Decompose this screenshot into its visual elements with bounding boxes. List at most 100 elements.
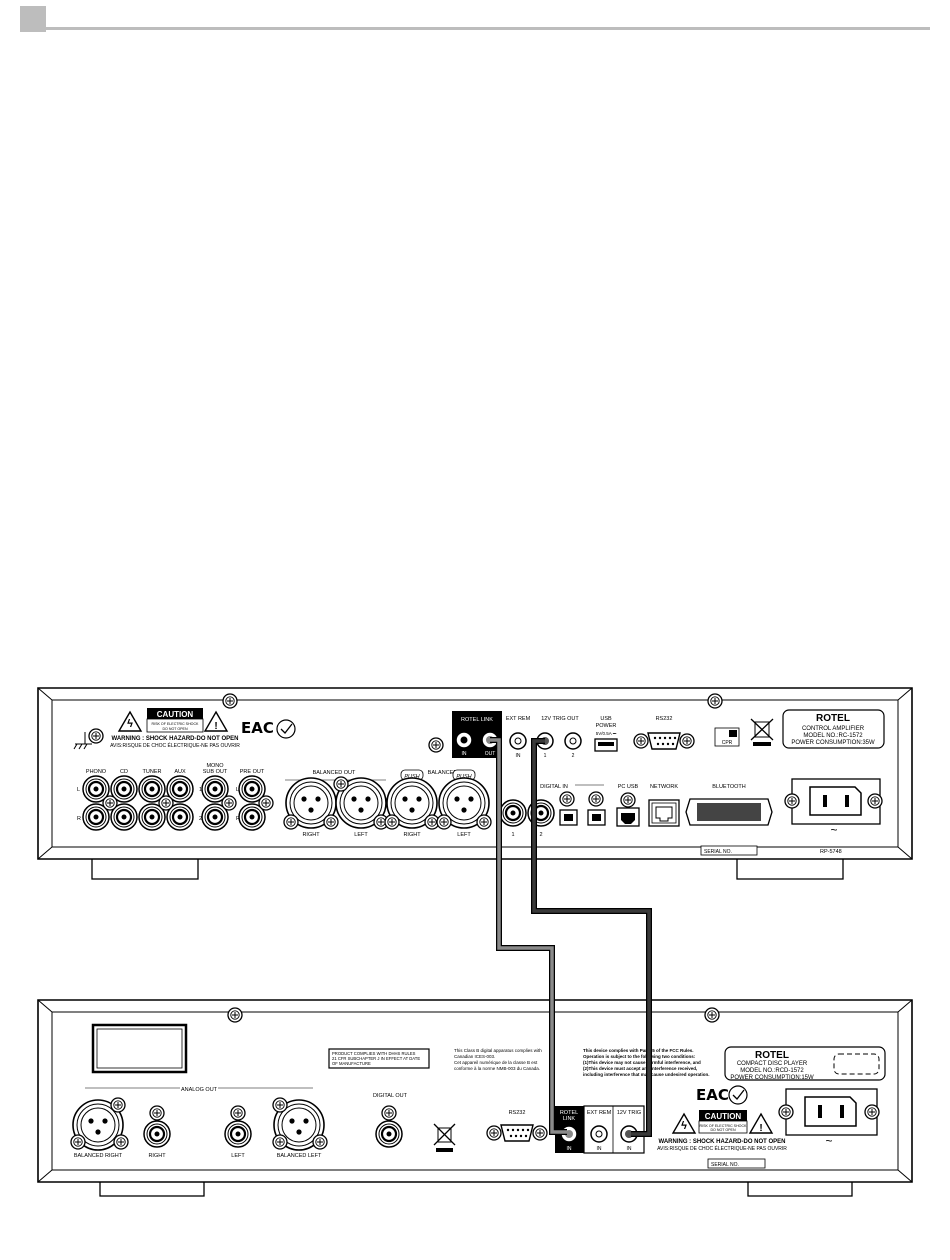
svg-text:CPR: CPR <box>722 740 733 746</box>
amp-screw <box>222 693 238 709</box>
amp-coax-2-label: 2 <box>539 832 542 838</box>
cd-fda-line2: 21 CFR SUBCHAPTER J IN EFFECT AT DATE <box>332 1056 420 1061</box>
amp-balanced-in-left-label: LEFT <box>457 832 471 838</box>
amp-optical-inputs[interactable] <box>559 809 606 826</box>
weee-bin-icon <box>750 718 774 746</box>
amp-model-no: MODEL NO.:RC-1572 <box>803 733 863 739</box>
amp-balanced-in-label: BALANCED IN <box>428 770 465 776</box>
amp-bluetooth-module <box>685 798 773 826</box>
amp-aux-label: AUX <box>174 769 186 775</box>
cd-ext-rem-label: EXT REM <box>587 1110 612 1116</box>
cd-analog-out-label: ANALOG OUT <box>181 1087 218 1093</box>
cd-player-rear-panel: PRODUCT COMPLIES WITH DHHS RULES 21 CFR … <box>37 999 913 1197</box>
amp-brand: ROTEL <box>816 713 850 724</box>
amp-rotel-link-label: ROTEL LINK <box>461 717 493 723</box>
amp-l-label: L <box>77 787 80 793</box>
amp-screw <box>707 693 723 709</box>
amp-pre-l-label: L <box>236 787 239 793</box>
amp-cd-label: CD <box>120 769 128 775</box>
cd-rcm-mark-icon <box>728 1085 748 1105</box>
amp-model-desc: CONTROL AMPLIFIER <box>802 726 865 732</box>
ground-terminal-icon <box>73 728 104 750</box>
cd-caution-line1: RISK OF ELECTRIC SHOCK <box>700 1124 748 1128</box>
page-header-bar <box>20 6 930 32</box>
amp-caution-label: ϟ CAUTION RISK OF ELECTRIC SHOCK DO NOT … <box>110 708 240 749</box>
header-tab-square <box>20 6 46 32</box>
amp-digital-in-label: DIGITAL IN <box>540 784 568 790</box>
rcm-mark-icon <box>276 719 296 739</box>
cd-balanced-right-label: BALANCED RIGHT <box>74 1153 123 1159</box>
cd-model-desc: COMPACT DISC PLAYER <box>737 1061 808 1067</box>
trigger-cable <box>531 738 652 1137</box>
amp-warning-en: WARNING : SHOCK HAZARD-DO NOT OPEN <box>112 736 239 742</box>
cd-rotel-link-in-label: IN <box>567 1146 572 1152</box>
cd-ac-inlet[interactable]: ~ <box>778 1088 880 1148</box>
amp-mono-label-1: MONO <box>206 763 224 769</box>
amp-push-label-left: PUSH <box>456 774 471 780</box>
amp-model-label: ROTEL CONTROL AMPLIFIER MODEL NO.:RC-157… <box>782 709 885 749</box>
cd-rotel-link-label-2: LINK <box>563 1116 576 1122</box>
amp-push-label-right: PUSH <box>404 774 419 780</box>
header-rule <box>46 27 930 30</box>
cd-fcc-line4: (2)This device must accept any interfere… <box>583 1066 697 1071</box>
cd-model-no: MODEL NO.:RCD-1572 <box>740 1068 804 1074</box>
amp-pre-out-label: PRE OUT <box>240 769 265 775</box>
cd-fcc-line3: (1)This device may not cause harmful int… <box>583 1060 701 1065</box>
amp-bluetooth-label: BLUETOOTH <box>712 784 746 790</box>
cd-fda-line3: OF MANUFACTURE <box>332 1061 371 1066</box>
amp-rs232-label: RS232 <box>656 716 673 722</box>
cd-digital-out-label: DIGITAL OUT <box>373 1093 408 1099</box>
amp-usb-power-label-2: POWER <box>596 723 617 729</box>
amp-rotel-link-in-label: IN <box>462 751 467 757</box>
cd-rca-right-label: RIGHT <box>148 1153 166 1159</box>
amp-usb-power-label-3: 5V/0.5A ⎓ <box>596 731 617 736</box>
svg-text:ϟ: ϟ <box>681 1120 687 1132</box>
rotel-link-cable-core <box>490 738 567 1134</box>
amp-trig-2-label: 2 <box>572 753 575 759</box>
cd-rs232-port[interactable] <box>486 1124 548 1142</box>
amp-pc-usb-port[interactable] <box>616 792 640 827</box>
trigger-cable-core <box>532 739 651 1136</box>
svg-text:!: ! <box>214 721 217 732</box>
amplifier-rear-panel: ϟ CAUTION RISK OF ELECTRIC SHOCK DO NOT … <box>37 687 913 880</box>
amp-mono-2-label: 2 <box>199 816 202 822</box>
cd-caution-label: ϟ CAUTION RISK OF ELECTRIC SHOCK DO NOT … <box>657 1110 787 1152</box>
cd-trig-in-label: 12V TRIG <box>617 1110 641 1116</box>
amp-usb-power-label-1: USB <box>600 716 612 722</box>
amp-ext-rem-label: EXT REM <box>506 716 531 722</box>
cd-ices-statement: This Class B digital apparatus complies … <box>454 1048 542 1071</box>
amp-network-port[interactable] <box>648 799 680 827</box>
amp-coax-1-label: 1 <box>511 832 514 838</box>
cd-brand: ROTEL <box>755 1050 789 1061</box>
amp-rs232-port[interactable] <box>633 732 695 750</box>
amp-caution-line1: RISK OF ELECTRIC SHOCK <box>152 722 200 726</box>
cd-caution-line2: DO NOT OPEN <box>710 1128 735 1132</box>
amp-trig-out-label: 12V TRIG OUT <box>541 716 579 722</box>
cd-label-plate <box>91 1023 188 1074</box>
amp-foot-left <box>91 856 199 880</box>
cd-trig-in-in-label: IN <box>627 1146 632 1152</box>
amp-pc-usb-label: PC USB <box>618 784 639 790</box>
cd-rs232-label: RS232 <box>509 1110 526 1116</box>
amp-ac-inlet[interactable]: ~ <box>784 778 883 837</box>
amp-eac-mark: EAC <box>241 719 274 737</box>
cd-rotel-link-label-1: ROTEL <box>560 1110 578 1116</box>
amp-balanced-in-right-label: RIGHT <box>403 832 421 838</box>
amp-caution-line2: DO NOT OPEN <box>162 727 187 731</box>
cd-fda-line1: PRODUCT COMPLIES WITH DHHS RULES <box>332 1051 416 1056</box>
amp-ext-rem-in-label: IN <box>516 753 521 759</box>
amp-cpr-mark: CPR <box>714 727 740 747</box>
cd-fcc-line1: This device complies with Part 15 of the… <box>583 1048 694 1053</box>
cd-weee-bin-icon <box>433 1123 456 1152</box>
cd-fcc-line2: Operation is subject to the following tw… <box>583 1054 696 1059</box>
amp-serial-label: SERIAL NO. <box>704 849 732 855</box>
svg-text:ϟ: ϟ <box>127 718 133 730</box>
svg-text:!: ! <box>759 1123 762 1134</box>
rotel-link-cable <box>490 737 567 1135</box>
amp-balanced-out-left-label: LEFT <box>354 832 368 838</box>
amp-r-label: R <box>77 816 81 822</box>
amp-foot-right <box>736 856 844 880</box>
amp-phono-label: PHONO <box>86 769 107 775</box>
cd-fda-label: PRODUCT COMPLIES WITH DHHS RULES 21 CFR … <box>328 1048 430 1069</box>
